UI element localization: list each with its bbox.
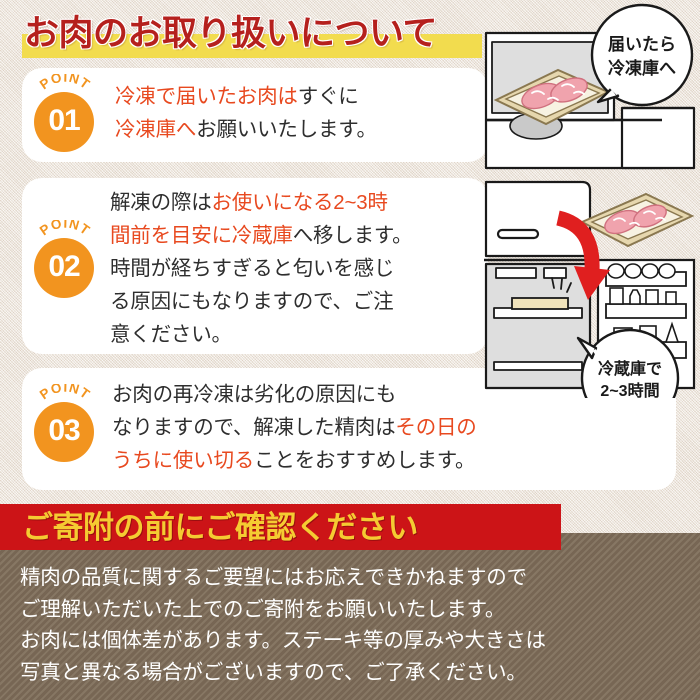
point-text-seg: 解凍の際は xyxy=(110,191,212,214)
point-text-seg: 冷凍庫へ xyxy=(115,118,197,141)
point-label-arc-icon: POINT xyxy=(37,384,93,402)
point-text-line: る原因にもなりますので、ご注 xyxy=(110,285,490,318)
point-text-line: 冷凍で届いたお肉はすぐに xyxy=(115,80,485,113)
notice-banner-title: ご寄附の前にご確認ください xyxy=(22,510,418,545)
point-text-seg: お願いいたします。 xyxy=(196,118,377,141)
refrigerator-illustration: 冷蔵庫で 2~3時間 xyxy=(484,180,696,398)
meat-tray-icon xyxy=(493,68,611,126)
notice-body-line: ご理解いただいた上でのご寄附をお願いいたします。 xyxy=(20,597,506,621)
point-text-line: 解凍の際はお使いになる2~3時 xyxy=(110,186,490,219)
point-text-seg: る原因にもなりますので、ご注 xyxy=(110,290,394,313)
point-text-seg: うちに使い切る xyxy=(112,449,255,472)
point-badge-01: POINT 01 xyxy=(32,74,98,152)
svg-text:POINT: POINT xyxy=(37,220,93,238)
svg-text:POINT: POINT xyxy=(37,74,93,92)
notice-body-line: 精肉の品質に関するご要望にはお応えできかねますので xyxy=(20,566,527,589)
meat-tray-icon-2 xyxy=(579,192,695,248)
point-text-02: 解凍の際はお使いになる2~3時 間前を目安に冷蔵庫へ移します。 時間が経ちすぎる… xyxy=(110,186,490,351)
svg-text:POINT: POINT xyxy=(37,384,93,402)
point-label-arc-icon: POINT xyxy=(37,220,93,238)
point-label-02: POINT xyxy=(37,220,92,238)
point-text-line: 間前を目安に冷蔵庫へ移します。 xyxy=(110,219,490,252)
title-highlight-bar xyxy=(22,34,482,58)
page-title-block: お肉のお取り扱いについて xyxy=(22,8,492,64)
notice-body-line: 写真と異なる場合がございますので、ご了承ください。 xyxy=(20,660,527,684)
bubble-line-2: 冷凍庫へ xyxy=(608,58,676,78)
point-text-seg: お肉の再冷凍は劣化の原因にも xyxy=(112,383,397,406)
point-text-line: うちに使い切ることをおすすめします。 xyxy=(112,444,672,477)
point-text-line: お肉の再冷凍は劣化の原因にも xyxy=(112,378,672,411)
freezer-drawer-illustration: 届いたら 冷凍庫へ xyxy=(484,3,696,170)
point-text-line: 冷凍庫へお願いいたします。 xyxy=(115,113,485,146)
point-badge-circle-01: 01 xyxy=(34,92,94,152)
point-label-arc-icon: POINT xyxy=(37,74,93,92)
point-text-line: 時間が経ちすぎると匂いを感じ xyxy=(110,252,490,285)
point-text-seg: なりますので、解凍した精肉は xyxy=(112,416,396,439)
point-badge-circle-02: 02 xyxy=(34,238,94,298)
bubble-line-2: 2~3時間 xyxy=(600,381,659,398)
point-label-03: POINT xyxy=(37,384,92,402)
notice-body-line: お肉には個体差があります。ステーキ等の厚みや大きさは xyxy=(20,629,546,652)
speech-bubble-1: 届いたら 冷凍庫へ xyxy=(590,3,694,107)
point-badge-circle-03: 03 xyxy=(34,402,94,462)
transfer-arrow-icon xyxy=(555,210,610,300)
point-number-03: 03 xyxy=(48,414,80,447)
point-card-01 xyxy=(22,68,488,162)
point-number-01: 01 xyxy=(48,104,80,137)
point-badge-03: POINT 03 xyxy=(32,384,98,462)
point-badge-02: POINT 02 xyxy=(32,220,98,298)
notice-footer-background xyxy=(0,533,700,700)
point-text-seg: ことをおすすめします。 xyxy=(254,449,476,472)
speech-bubble-2: 冷蔵庫で 2~3時間 xyxy=(576,328,680,398)
point-text-line: なりますので、解凍した精肉はその日の xyxy=(112,411,672,444)
point-card-02 xyxy=(22,178,488,354)
point-text-03: お肉の再冷凍は劣化の原因にも なりますので、解凍した精肉はその日の うちに使い切… xyxy=(112,378,672,477)
point-text-01: 冷凍で届いたお肉はすぐに 冷凍庫へお願いいたします。 xyxy=(115,80,485,146)
point-text-seg: へ移します。 xyxy=(292,224,413,247)
notice-body: 精肉の品質に関するご要望にはお応えできかねますので ご理解いただいた上でのご寄附… xyxy=(20,562,688,688)
point-text-seg: 意ください。 xyxy=(110,323,232,346)
point-text-seg: その日の xyxy=(395,416,477,439)
point-text-seg: 間前を目安に冷蔵庫 xyxy=(110,224,293,247)
point-text-seg: すぐに xyxy=(297,85,359,108)
bubble-line-1: 冷蔵庫で xyxy=(598,359,662,378)
point-number-02: 02 xyxy=(48,250,80,283)
bubble-line-1: 届いたら xyxy=(608,35,676,54)
point-text-seg: 冷凍で届いたお肉は xyxy=(115,85,298,108)
page-title: お肉のお取り扱いについて xyxy=(24,14,437,53)
point-text-line: 意ください。 xyxy=(110,318,490,351)
point-text-seg: 時間が経ちすぎると匂いを感じ xyxy=(110,257,395,280)
notice-banner: ご寄附の前にご確認ください xyxy=(0,504,561,550)
point-label-01: POINT xyxy=(37,74,92,92)
point-text-seg: お使いになる2~3時 xyxy=(211,191,388,214)
